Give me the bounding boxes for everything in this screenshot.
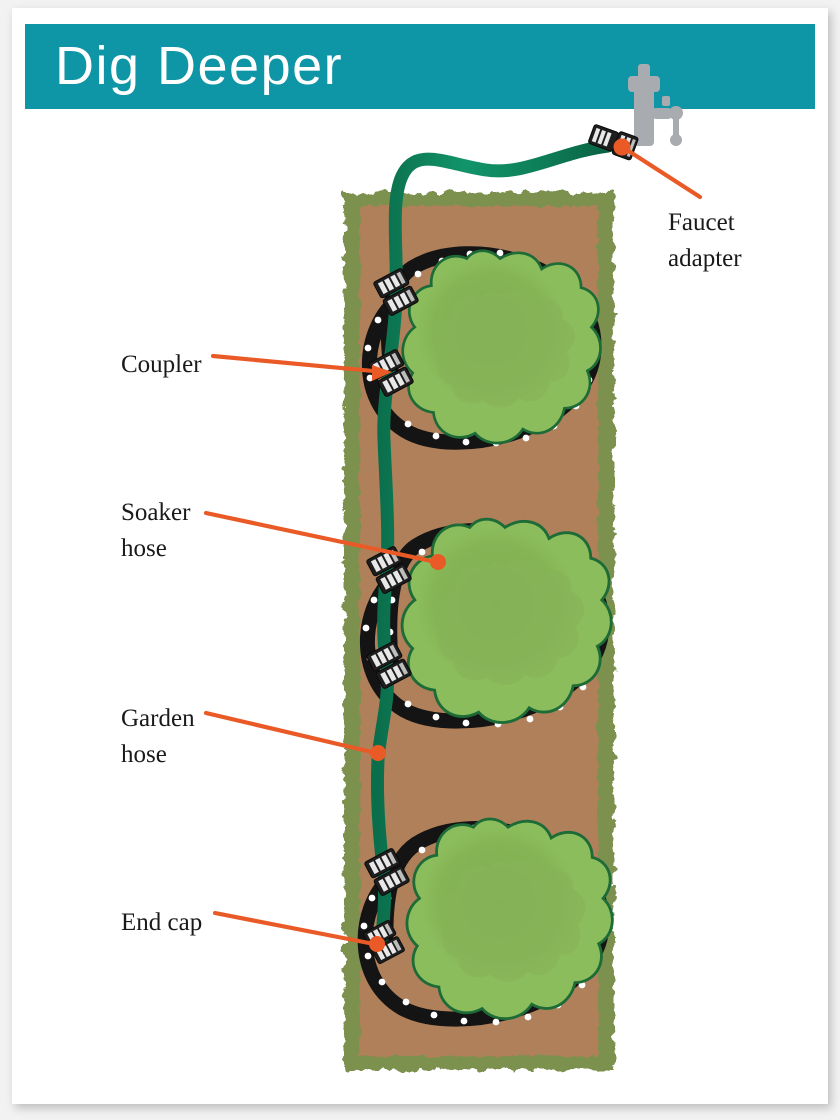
- callout-arrow-coupler: [372, 365, 392, 381]
- callout-dot-soaker-hose: [430, 554, 446, 570]
- header-banner: Dig Deeper: [25, 24, 815, 109]
- plants: [400, 249, 614, 1021]
- callout-dot-end-cap: [369, 936, 385, 952]
- callout-line-soaker-hose: [203, 510, 439, 565]
- callout-line-faucet-adapter: [621, 145, 703, 200]
- callout-label-soaker-hose: Soaker hose: [121, 499, 191, 562]
- callout-line-coupler: [210, 353, 387, 375]
- callout-dot-faucet-adapter: [613, 138, 631, 156]
- callout-label-faucet-adapter: Faucet adapter: [668, 209, 742, 272]
- callout-label-coupler: Coupler: [121, 351, 202, 378]
- page-title: Dig Deeper: [55, 35, 344, 96]
- outdoor-faucet-spigot: [628, 64, 683, 146]
- callout-label-garden-hose: Garden hose: [121, 705, 195, 768]
- callout-line-end-cap: [212, 910, 377, 947]
- callout-leaders: [203, 145, 703, 947]
- callout-label-end-cap: End cap: [121, 909, 203, 936]
- callout-dots: [369, 138, 631, 952]
- garden-hose: [370, 139, 615, 947]
- callout-dot-garden-hose: [370, 745, 386, 761]
- callout-line-garden-hose: [203, 710, 379, 756]
